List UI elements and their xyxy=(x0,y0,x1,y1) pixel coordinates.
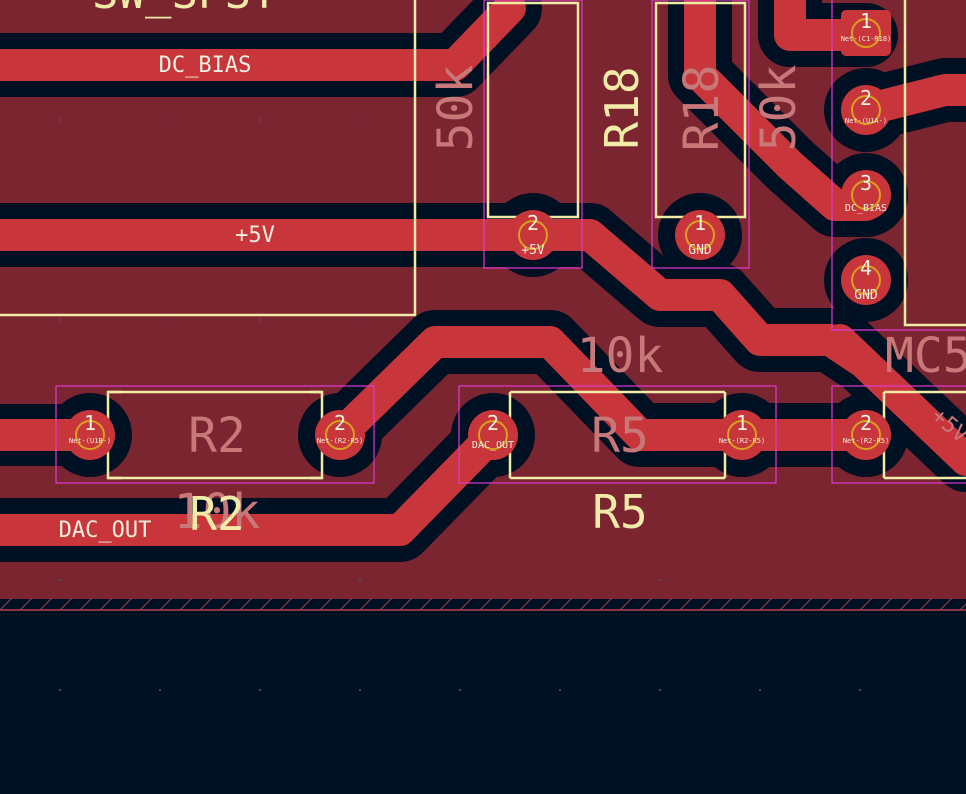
pad-u1-4-number: 4 xyxy=(860,256,872,280)
pad-r5-2-number: 2 xyxy=(487,411,499,435)
pad-r2-1[interactable]: 1 Net-(U1B-) xyxy=(65,410,115,460)
pad-r5-2-net-label: DAC_OUT xyxy=(472,440,514,451)
pad-u1-2-net-label: Net-(U1A-) xyxy=(845,117,887,125)
silkscreen-text: SW_SPST R2 R5 R18 xyxy=(92,0,649,541)
pad-r5-1-net-label: Net-(R2-R5) xyxy=(719,437,765,445)
track-dc-bias xyxy=(0,0,526,81)
pad-r2-2[interactable]: 2 Net-(R2-R5) xyxy=(315,410,365,460)
pad-r5-1-number: 1 xyxy=(736,411,748,435)
courtyard-mc xyxy=(831,385,966,484)
courtyard-r18 xyxy=(651,0,750,269)
pad-r2-2-net-label: Net-(R2-R5) xyxy=(317,437,363,445)
mc-fab-reference: MC5 xyxy=(885,328,966,384)
r2-fab-reference: R2 xyxy=(188,408,246,464)
track-c1-r18 xyxy=(774,0,882,51)
net-label-dc-bias: DC_BIAS xyxy=(159,53,252,78)
pad-u1-1-number: 1 xyxy=(860,9,872,33)
pad-r18-1[interactable]: 1 GND xyxy=(675,210,725,260)
pad-u1-2[interactable]: 2 Net-(U1A-) xyxy=(841,85,891,135)
pad-r2-1-net-label: Net-(U1B-) xyxy=(69,437,111,445)
pad-r18-1-number: 1 xyxy=(694,211,706,235)
r18-value: 50k xyxy=(751,65,807,152)
pad-r-left-2[interactable]: 2 +5V xyxy=(508,210,558,260)
courtyard-layer xyxy=(55,0,966,484)
pad-u1-4[interactable]: 4 GND xyxy=(841,255,891,305)
courtyard-r2 xyxy=(55,385,375,484)
pad-mc-2-net-label: Net-(R2-R5) xyxy=(843,437,889,445)
r5-value: 10k xyxy=(577,328,664,384)
courtyard-r5 xyxy=(458,385,777,484)
r18-fab-reference: R18 xyxy=(674,65,730,152)
pad-u1-1[interactable]: 1 Net-(C1-R18) xyxy=(841,9,892,56)
pad-r-left-2-number: 2 xyxy=(527,211,539,235)
pad-u1-1-net-label: Net-(C1-R18) xyxy=(841,35,892,43)
grid-dots xyxy=(59,119,861,691)
r2-value: 10k xyxy=(174,484,261,540)
r5-fab-reference: R5 xyxy=(591,408,649,464)
courtyard-r-left xyxy=(483,0,583,269)
pad-mc-2[interactable]: 2 Net-(R2-R5) xyxy=(841,410,891,460)
pad-u1-4-net-label: GND xyxy=(854,288,878,303)
r18-reference: R18 xyxy=(595,66,649,149)
pads[interactable]: 1 Net-(U1B-) 2 Net-(R2-R5) 2 DAC_OUT 1 N… xyxy=(65,9,891,460)
pad-mc-2-number: 2 xyxy=(860,411,872,435)
pad-r-left-2-net-label: +5V xyxy=(521,243,545,258)
sw-outline xyxy=(0,0,417,317)
courtyard-u1 xyxy=(831,0,966,331)
fab-layer: R2 R5 R18 50k 50k 10k 10k MC5 +5V xyxy=(174,65,966,540)
pad-u1-3-number: 3 xyxy=(860,171,872,195)
track-dac-out xyxy=(0,419,509,546)
pad-u1-3-net-label: DC_BIAS xyxy=(845,203,887,214)
net-labels: DC_BIAS +5V DAC_OUT xyxy=(59,53,275,543)
r-left-value: 50k xyxy=(428,65,484,152)
board-edge xyxy=(0,597,966,611)
r5-reference: R5 xyxy=(592,485,647,539)
r2-reference: R2 xyxy=(189,487,244,541)
pad-r2-1-number: 1 xyxy=(84,411,96,435)
pad-r5-1[interactable]: 1 Net-(R2-R5) xyxy=(717,410,767,460)
net-label-plus5v: +5V xyxy=(235,223,275,248)
pad-r2-2-number: 2 xyxy=(334,411,346,435)
pad-u1-3[interactable]: 3 DC_BIAS xyxy=(841,170,891,220)
track-plus5v-right xyxy=(824,324,966,476)
pad-r18-1-net-label: GND xyxy=(688,243,712,258)
sw-reference: SW_SPST xyxy=(92,0,277,19)
track-u1a xyxy=(850,74,966,126)
net-label-dac-out: DAC_OUT xyxy=(59,518,152,543)
pad-u1-2-number: 2 xyxy=(860,86,872,110)
pad-r5-2[interactable]: 2 DAC_OUT xyxy=(468,410,518,460)
